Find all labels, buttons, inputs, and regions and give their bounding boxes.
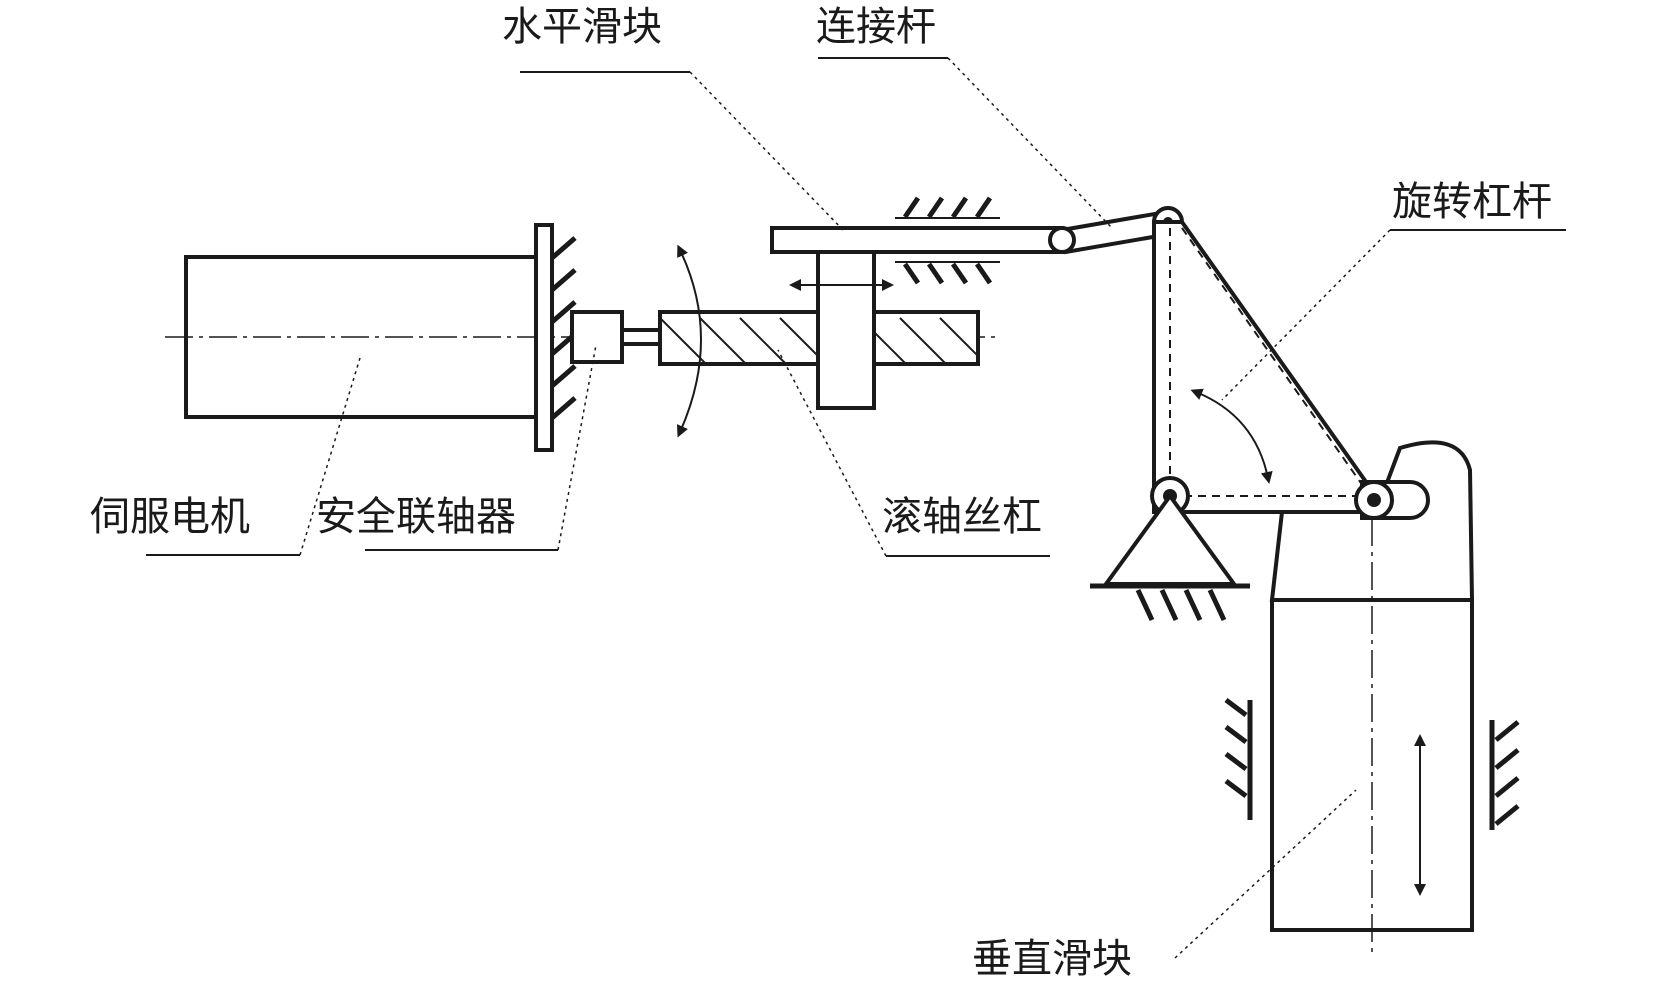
label-rotating-lever: 旋转杠杆 [1392,179,1552,225]
rod-pin-left [1048,226,1076,254]
slider-nut [816,250,876,410]
slider-guide-bottom [895,261,1000,285]
vertical-guide-right [1489,720,1520,830]
label-servo-motor: 伺服电机 [90,494,250,540]
vertical-guide-left [1224,698,1253,820]
mount-flange [534,223,554,452]
slider-bar [770,226,1064,254]
leader-lines [146,57,1566,959]
label-vertical-slider: 垂直滑块 [972,936,1132,982]
label-horizontal-slider: 水平滑块 [502,4,662,50]
coupling-shaft [620,328,662,346]
coupling-block [570,310,624,364]
label-connecting-rod: 连接杆 [816,4,936,50]
rotating-lever [1150,220,1378,516]
lever-hidden-diag [1181,227,1371,497]
pivot-support [1090,492,1250,622]
horizontal-slider [770,196,1064,410]
label-ball-screw: 滚轴丝杠 [882,494,1042,540]
slider-guide-top [895,196,1000,219]
label-safety-coupling: 安全联轴器 [316,494,516,540]
motor-mount [534,223,577,452]
vertical-slider [1224,440,1520,955]
lever-rotation-arrow [1190,388,1273,484]
safety-coupling [570,310,662,364]
rotation-arrow [676,244,702,438]
